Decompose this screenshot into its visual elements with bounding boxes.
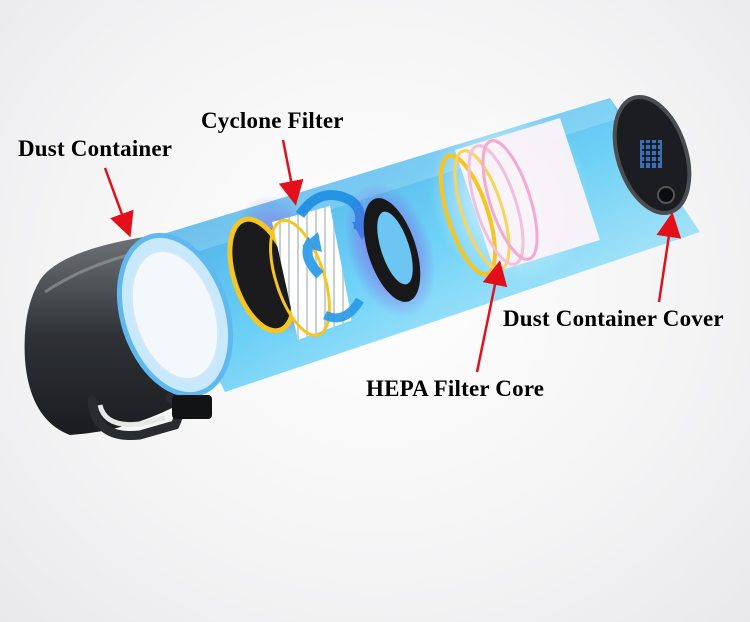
- arrow-dust-container-icon: [103, 167, 134, 238]
- label-cyclone-filter: Cyclone Filter: [201, 108, 344, 133]
- label-hepa-filter-core: HEPA Filter Core: [366, 376, 545, 401]
- red-pointer-arrows: [103, 139, 682, 373]
- label-dust-container: Dust Container: [18, 136, 173, 161]
- mesh-ring-illustration: [344, 182, 436, 318]
- arrow-cyclone-filter-icon: [278, 139, 304, 206]
- arrow-cover-icon: [656, 212, 682, 303]
- hepa-filter-core-illustration: [428, 105, 600, 285]
- dust-container-illustration: [24, 232, 234, 441]
- label-dust-container-cover: Dust Container Cover: [503, 306, 724, 331]
- arrow-hepa-icon: [475, 260, 508, 373]
- dust-container-cover-illustration: [612, 94, 692, 216]
- cyclone-filter-illustration: [227, 194, 352, 340]
